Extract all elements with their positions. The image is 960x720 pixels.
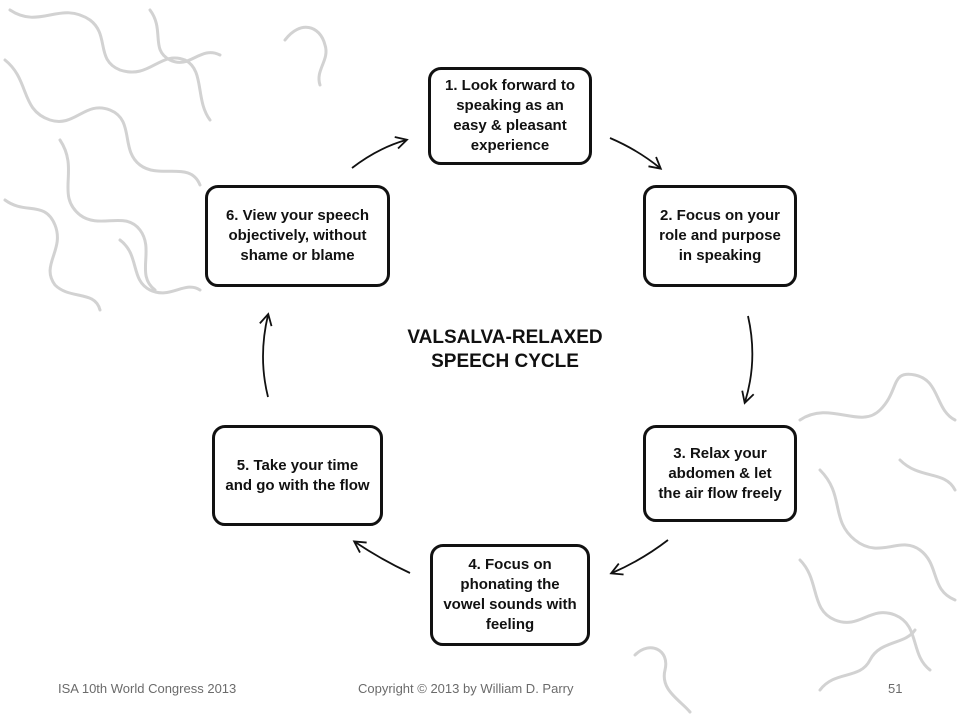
diagram-title-line-1: VALSALVA-RELAXED (407, 327, 603, 348)
puzzle-piece-outline (798, 372, 957, 422)
diagram-title: VALSALVA-RELAXED SPEECH CYCLE (380, 326, 630, 374)
arrow-step4-to-step5 (352, 540, 411, 574)
cycle-step-6: 6. View your speech objectively, without… (205, 185, 390, 287)
arrow-step6-to-step1 (351, 136, 409, 169)
arrow-step3-to-step4 (609, 539, 669, 576)
puzzle-piece-outline (798, 558, 932, 672)
puzzle-piece-outline (148, 8, 222, 64)
puzzle-piece-outline (118, 238, 202, 295)
cycle-step-1: 1. Look forward to speaking as an easy &… (428, 67, 592, 165)
puzzle-piece-outline (3, 198, 102, 312)
puzzle-piece-outline (8, 8, 212, 122)
arrow-step1-to-step2 (609, 137, 663, 170)
diagram-title-line-2: SPEECH CYCLE (431, 351, 579, 372)
puzzle-piece-outline (58, 138, 157, 292)
cycle-step-5: 5. Take your time and go with the flow (212, 425, 383, 526)
cycle-step-3: 3. Relax your abdomen & let the air flow… (643, 425, 797, 522)
cycle-step-4: 4. Focus on phonating the vowel sounds w… (430, 544, 590, 646)
puzzle-piece-outline (898, 458, 957, 492)
footer-page-number: 51 (888, 681, 903, 696)
arrow-step5-to-step6 (259, 312, 273, 398)
puzzle-piece-outline (818, 468, 957, 602)
footer-copyright: Copyright © 2013 by William D. Parry (358, 681, 574, 696)
cycle-step-2: 2. Focus on your role and purpose in spe… (643, 185, 797, 287)
puzzle-piece-outline (633, 646, 692, 714)
puzzle-piece-outline (283, 25, 328, 87)
puzzle-piece-outline (3, 58, 202, 187)
arrow-step2-to-step3 (741, 315, 755, 405)
footer-conference: ISA 10th World Congress 2013 (58, 681, 237, 696)
puzzle-piece-outline (818, 628, 917, 692)
